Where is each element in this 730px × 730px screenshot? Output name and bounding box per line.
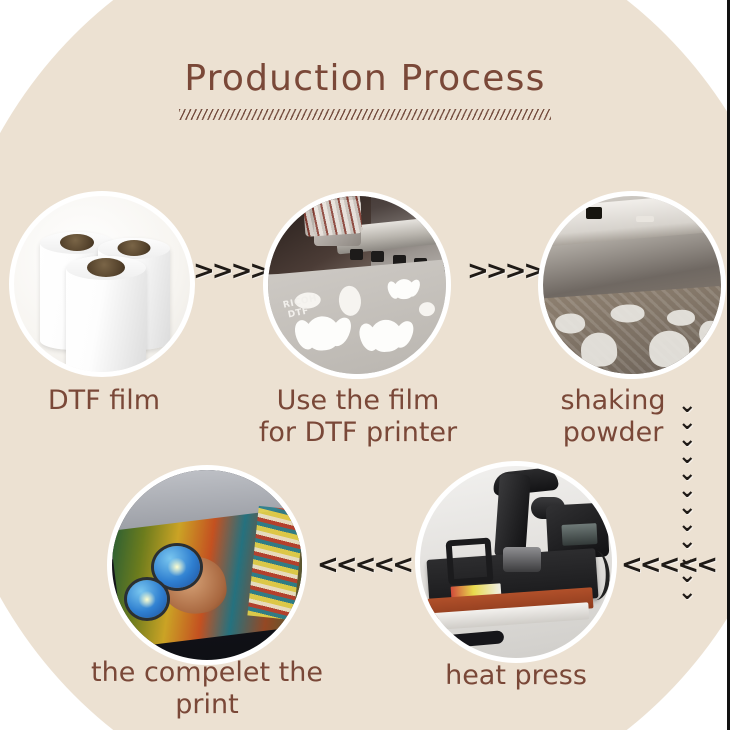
title-underline-hatch xyxy=(179,109,551,120)
powder-belt xyxy=(543,285,721,374)
heat-press-illustration xyxy=(420,466,612,658)
chevron-right-icon: > xyxy=(193,256,215,286)
title-block: Production Process xyxy=(0,58,730,120)
control-display xyxy=(561,522,598,546)
chevron-down-icon: ⌄ xyxy=(678,410,697,435)
press-hub xyxy=(502,546,541,572)
arrow-heatpress-to-complete: < < < < < xyxy=(317,550,414,580)
print-blob xyxy=(337,285,362,318)
chevron-left-icon: < xyxy=(317,550,339,580)
roll-core xyxy=(117,240,151,256)
rail-clip xyxy=(349,249,363,261)
powder-shape xyxy=(647,329,690,369)
photo-shaking-powder[interactable] xyxy=(543,196,721,374)
chevron-down-icon: ⌄ xyxy=(678,580,697,605)
chevron-left-icon: < xyxy=(677,550,699,580)
rail-clip xyxy=(371,251,385,263)
roll-core xyxy=(87,258,125,277)
powder-shape xyxy=(609,303,645,324)
photo-dtf-film[interactable] xyxy=(14,196,190,372)
chevron-down-icon: ⌄ xyxy=(678,546,697,571)
dtf-film-illustration xyxy=(14,196,190,372)
chevron-down-icon: ⌄ xyxy=(678,427,697,452)
powder-shape xyxy=(698,320,721,350)
chevron-left-icon: < xyxy=(392,550,414,580)
powder-shape xyxy=(554,312,586,335)
chevron-down-icon: ⌄ xyxy=(678,393,697,418)
ink-tubes xyxy=(302,196,362,238)
caption-dtf-film: DTF film xyxy=(47,385,161,416)
power-cord xyxy=(576,548,612,602)
shaking-powder-illustration xyxy=(543,196,721,374)
chevron-down-icon: ⌄ xyxy=(678,478,697,503)
right-border-line xyxy=(727,0,730,730)
film-roll-front xyxy=(66,256,146,372)
photo-dtf-printer[interactable]: RICOH DTF xyxy=(268,196,446,374)
chevron-down-icon: ⌄ xyxy=(678,563,697,588)
chevron-right-icon: > xyxy=(230,256,253,286)
caption-heat-press: heat press xyxy=(445,660,587,691)
printed-film-sheet: RICOH DTF xyxy=(268,258,446,374)
sunglasses-lens xyxy=(127,580,168,619)
photo-complete-print[interactable] xyxy=(112,470,302,660)
chevron-left-icon: < xyxy=(621,550,643,580)
film-logo-text: DTF xyxy=(286,306,310,322)
complete-print-illustration xyxy=(112,470,302,660)
powder-shape xyxy=(665,308,695,327)
caption-dtf-printer: Use the film for DTF printer xyxy=(258,385,458,448)
print-blob xyxy=(418,301,436,317)
rail-clip xyxy=(392,254,406,266)
caption-complete-print: the compelet the print xyxy=(91,657,323,720)
chevron-down-icon: ⌄ xyxy=(678,444,697,469)
chevron-right-icon: > xyxy=(504,256,527,286)
arrow-powder-to-heatpress: ⌄ ⌄ ⌄ ⌄ ⌄ ⌄ ⌄ ⌄ ⌄ ⌄ ⌄ ⌄ xyxy=(678,393,697,604)
chevron-left-icon: < xyxy=(373,550,395,580)
chevron-down-icon: ⌄ xyxy=(678,529,697,554)
powder-shape xyxy=(579,331,618,368)
roll-core xyxy=(60,234,94,251)
butterfly-print xyxy=(303,314,341,352)
chevron-down-icon: ⌄ xyxy=(678,461,697,486)
chevron-left-icon: < xyxy=(696,550,718,580)
butterfly-print xyxy=(392,278,415,301)
page-title: Production Process xyxy=(184,58,546,99)
photo-heat-press[interactable] xyxy=(420,466,612,658)
chevron-right-icon: > xyxy=(211,256,234,286)
chevron-left-icon: < xyxy=(658,550,681,580)
press-handle xyxy=(445,537,494,586)
chevron-left-icon: < xyxy=(335,550,358,580)
chevron-down-icon: ⌄ xyxy=(678,495,697,520)
machine-knob xyxy=(585,206,602,219)
chevron-left-icon: < xyxy=(354,550,377,580)
chevron-right-icon: > xyxy=(467,256,489,286)
press-base xyxy=(438,630,505,650)
machine-lid xyxy=(543,196,721,248)
arrow-powder-to-heatpress-horizontal: < < < < < xyxy=(621,550,718,580)
chevron-left-icon: < xyxy=(639,550,662,580)
chevron-right-icon: > xyxy=(523,256,545,286)
butterfly-print xyxy=(368,318,403,354)
chevron-right-icon: > xyxy=(485,256,508,286)
chevron-down-icon: ⌄ xyxy=(678,512,697,537)
chevron-right-icon: > xyxy=(249,256,271,286)
caption-shaking-powder: shaking powder xyxy=(560,385,666,448)
dtf-printer-illustration: RICOH DTF xyxy=(268,196,446,374)
machine-label xyxy=(635,215,654,222)
sunglasses-lens xyxy=(153,546,200,588)
